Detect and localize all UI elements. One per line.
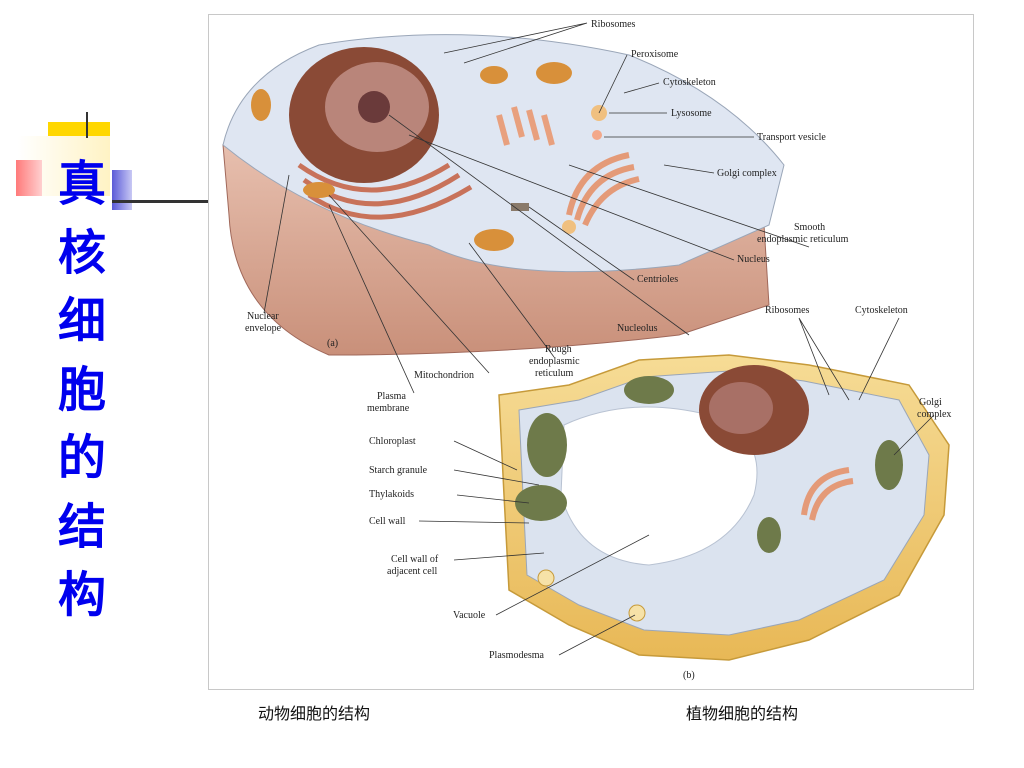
caption-animal-cell: 动物细胞的结构 [258, 704, 371, 723]
centrioles [511, 203, 529, 211]
label-nucleolus: Nucleolus [617, 323, 658, 334]
mitochondrion [536, 62, 572, 84]
transport-vesicle [592, 130, 602, 140]
title-char: 核 [57, 224, 106, 281]
cell-diagram-svg: (a) (b) [222, 19, 951, 681]
label-nuclear-envelope: Nuclear [247, 311, 279, 322]
label-mitochondrion: Mitochondrion [414, 370, 474, 381]
title-char: 胞 [57, 361, 106, 418]
accent-yellow-block [48, 122, 110, 136]
label-plasma-membrane: Plasma [377, 391, 406, 402]
panel-b-label: (b) [683, 670, 695, 681]
label-rough-er: endoplasmic [529, 356, 580, 367]
accent-vertical-line [86, 112, 88, 138]
animal-cell [222, 34, 785, 356]
title-char: 构 [57, 567, 106, 623]
nucleolus [358, 91, 390, 123]
title-char: 真 [57, 156, 106, 212]
chloroplast [515, 485, 567, 521]
label-transport-vesicle: Transport vesicle [757, 132, 826, 143]
accent-blue-block [112, 170, 132, 210]
chloroplast [624, 376, 674, 404]
label-plasmodesma: Plasmodesma [489, 650, 545, 661]
title-char: 结 [57, 498, 106, 555]
panel-a-label: (a) [327, 338, 338, 349]
label-ribosomes: Ribosomes [591, 19, 636, 30]
golgi-complex [566, 152, 640, 227]
label-rough-er: Rough [545, 344, 572, 355]
plant-cell [498, 354, 950, 661]
label-golgi-complex: Golgi complex [717, 168, 777, 179]
mitochondrion [474, 229, 514, 251]
label-rough-er: reticulum [535, 368, 574, 379]
label-smooth-er: Smooth [794, 222, 825, 233]
label-golgi-b: complex [917, 409, 951, 420]
label-ribosomes-b: Ribosomes [765, 305, 810, 316]
mitochondrion [480, 66, 508, 84]
label-plasma-membrane: membrane [367, 403, 410, 414]
label-cell-wall-adjacent: adjacent cell [387, 566, 437, 577]
plant-nucleus-interior [709, 382, 773, 434]
label-nucleus: Nucleus [737, 254, 770, 265]
title-char: 的 [57, 430, 106, 486]
label-cell-wall: Cell wall [369, 516, 406, 527]
slide-title: 真 核 细 胞 的 结 构 [50, 150, 114, 630]
vacuole [560, 406, 758, 566]
chloroplast [757, 517, 781, 553]
label-cytoskeleton-b: Cytoskeleton [855, 305, 908, 316]
mitochondrion [251, 89, 271, 121]
title-char: 细 [57, 293, 106, 349]
label-starch-granule: Starch granule [369, 465, 428, 476]
caption-plant-cell: 植物细胞的结构 [686, 704, 799, 723]
accent-horizontal-line [112, 200, 208, 203]
peroxisome [562, 220, 576, 234]
smooth-er [496, 106, 555, 146]
label-chloroplast: Chloroplast [369, 436, 416, 447]
label-lysosome: Lysosome [671, 108, 712, 119]
chloroplast [875, 440, 903, 490]
label-smooth-er: endoplasmic reticulum [757, 234, 849, 245]
label-cytoskeleton: Cytoskeleton [663, 77, 716, 88]
plasmodesma [537, 569, 555, 587]
label-nuclear-envelope: envelope [245, 323, 282, 334]
mitochondrion [303, 182, 335, 198]
leader-lines [263, 22, 935, 656]
plant-golgi [801, 467, 854, 521]
label-cell-wall-adjacent: Cell wall of [391, 554, 439, 565]
chloroplast [527, 413, 567, 477]
label-centrioles: Centrioles [637, 274, 678, 285]
cell-diagram-figure: (a) (b) [208, 14, 974, 690]
label-vacuole: Vacuole [453, 610, 486, 621]
label-thylakoids: Thylakoids [369, 489, 414, 500]
plasmodesma [628, 604, 646, 622]
animal-cell-side [222, 144, 770, 356]
accent-red-block [16, 160, 42, 196]
label-peroxisome: Peroxisome [631, 49, 679, 60]
label-golgi-b: Golgi [919, 397, 942, 408]
